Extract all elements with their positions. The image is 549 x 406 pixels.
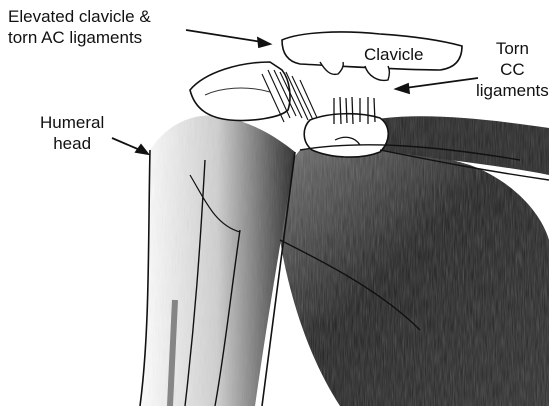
clavicle-label-text: Clavicle (364, 44, 424, 65)
torn-cc-label-line1: Torn (476, 38, 549, 59)
humeral-head-label-line1: Humeral (40, 112, 104, 133)
acromion (190, 62, 290, 121)
humerus (140, 115, 295, 406)
humeral-head-label: Humeral head (40, 112, 104, 154)
elevated-clavicle-label: Elevated clavicle & torn AC ligaments (8, 6, 151, 48)
elevated-clavicle-label-line2: torn AC ligaments (8, 27, 151, 48)
humeral-head-label-line2: head (40, 133, 104, 154)
torn-cc-label-line2: CC (476, 59, 549, 80)
pectoral-muscle (279, 146, 549, 406)
elevated-clavicle-label-line1: Elevated clavicle & (8, 6, 151, 27)
clavicle-label: Clavicle (364, 44, 424, 65)
torn-cc-ligaments-label: Torn CC ligaments (476, 38, 549, 101)
torn-cc-label-line3: ligaments (476, 80, 549, 101)
